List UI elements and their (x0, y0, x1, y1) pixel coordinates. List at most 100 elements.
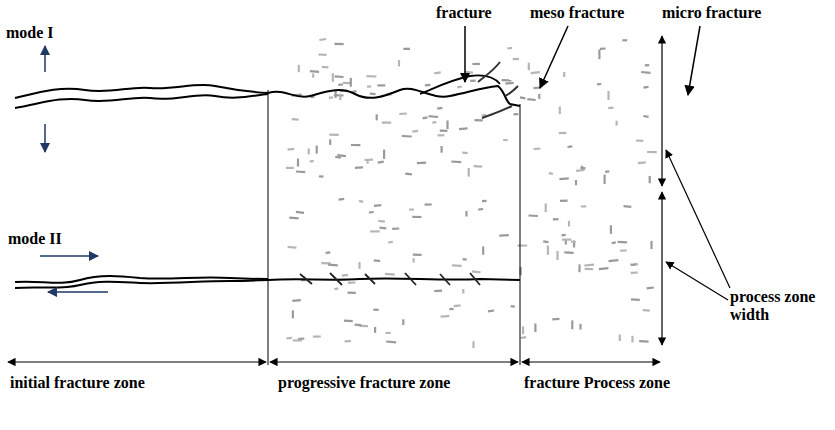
micro-fracture (288, 148, 295, 151)
micro-fracture (457, 85, 462, 88)
micro-fracture (511, 305, 515, 308)
micro-fracture (438, 134, 445, 136)
micro-fracture (449, 308, 453, 310)
micro-fracture (378, 220, 385, 223)
micro-fracture (579, 324, 581, 330)
micro-fracture (576, 169, 585, 172)
micro-fracture (332, 73, 334, 82)
micro-fracture (600, 47, 606, 49)
micro-fracture (339, 198, 345, 201)
micro-fracture (630, 264, 635, 266)
micro-fracture (348, 292, 356, 294)
zone-boundary (268, 90, 269, 365)
micro-fracture (318, 53, 326, 55)
micro-fracture (388, 241, 393, 244)
meso-fractures (300, 273, 480, 285)
text-label: fracture Process zone (524, 374, 674, 392)
micro-fracture (376, 114, 378, 120)
micro-fracture (472, 341, 474, 348)
micro-fracture (343, 82, 351, 85)
micro-fracture (607, 91, 609, 100)
micro-fracture (547, 246, 549, 255)
micro-fracture (342, 274, 348, 277)
micro-fracture (465, 211, 467, 217)
micro-fracture (373, 309, 378, 311)
micro-fracture (319, 39, 326, 40)
micro-fracture (553, 218, 559, 220)
micro-fracture (559, 177, 568, 180)
micro-fracture (412, 130, 418, 133)
micro-fracture (452, 264, 462, 267)
micro-fracture (534, 86, 541, 89)
micro-fracture (502, 79, 512, 81)
micro-fracture (521, 336, 527, 339)
micro-fracture (622, 39, 627, 41)
crack-face (15, 94, 268, 108)
micro-fracture (612, 241, 616, 244)
micro-fracture (472, 270, 481, 273)
micro-fracture (585, 268, 594, 271)
micro-fracture (650, 241, 652, 249)
micro-fracture (529, 214, 538, 217)
micro-fracture (631, 298, 640, 301)
micro-fracture (568, 221, 570, 227)
micro-fracture (631, 336, 633, 343)
micro-fracture (441, 315, 450, 318)
micro-fracture (499, 234, 509, 237)
micro-fracture (402, 135, 412, 138)
leader-line (688, 26, 700, 95)
micro-fracture (367, 159, 369, 164)
micro-fracture (344, 320, 353, 323)
micro-fracture (631, 271, 638, 273)
micro-fracture (326, 251, 331, 254)
micro-fracture (545, 204, 547, 213)
micro-fracture (513, 58, 519, 61)
micro-fracture (402, 319, 404, 325)
micro-fracture (308, 149, 310, 155)
micro-fracture (527, 98, 535, 101)
micro-fracture (286, 337, 292, 340)
micro-fracture (507, 47, 512, 50)
micro-fracture (292, 299, 301, 302)
micro-fracture (459, 127, 468, 130)
micro-fracture (636, 139, 643, 142)
micro-fracture (369, 211, 374, 214)
micro-fracture (451, 160, 461, 163)
text-label: mode II (8, 230, 98, 248)
micro-fracture (454, 304, 461, 307)
text-label: process zone width (730, 288, 830, 324)
micro-fracture (293, 339, 303, 341)
micro-fracture (534, 324, 536, 333)
micro-fracture (409, 208, 414, 210)
micro-fracture (312, 73, 314, 77)
micro-fracture (345, 340, 351, 342)
micro-fracture (649, 176, 651, 183)
micro-fracture (338, 83, 343, 86)
micro-fracture (434, 72, 440, 73)
micro-fracture (482, 246, 484, 254)
micro-fracture (462, 289, 464, 294)
micro-fracture (475, 119, 483, 122)
micro-fracture (488, 309, 494, 312)
micro-fracture (423, 117, 428, 118)
micro-fracture (425, 203, 432, 205)
micro-fracture (562, 234, 566, 237)
dimension-arrow (8, 361, 266, 362)
micro-fracture (647, 286, 654, 289)
micro-fracture (610, 225, 612, 234)
micro-fracture (560, 200, 568, 202)
micro-fracture (417, 162, 426, 165)
shear-arrow (48, 291, 108, 293)
text-label: progressive fracture zone (278, 374, 453, 392)
text-label: initial fracture zone (10, 374, 150, 392)
micro-fracture (378, 161, 384, 164)
micro-fracture (531, 72, 540, 73)
micro-fracture (522, 326, 524, 334)
micro-fracture (568, 145, 573, 148)
load-arrow (44, 46, 46, 72)
leader-line (540, 26, 568, 88)
micro-fracture (468, 168, 470, 177)
micro-fracture (463, 258, 467, 261)
micro-fracture (374, 204, 381, 207)
micro-fracture (365, 159, 373, 162)
